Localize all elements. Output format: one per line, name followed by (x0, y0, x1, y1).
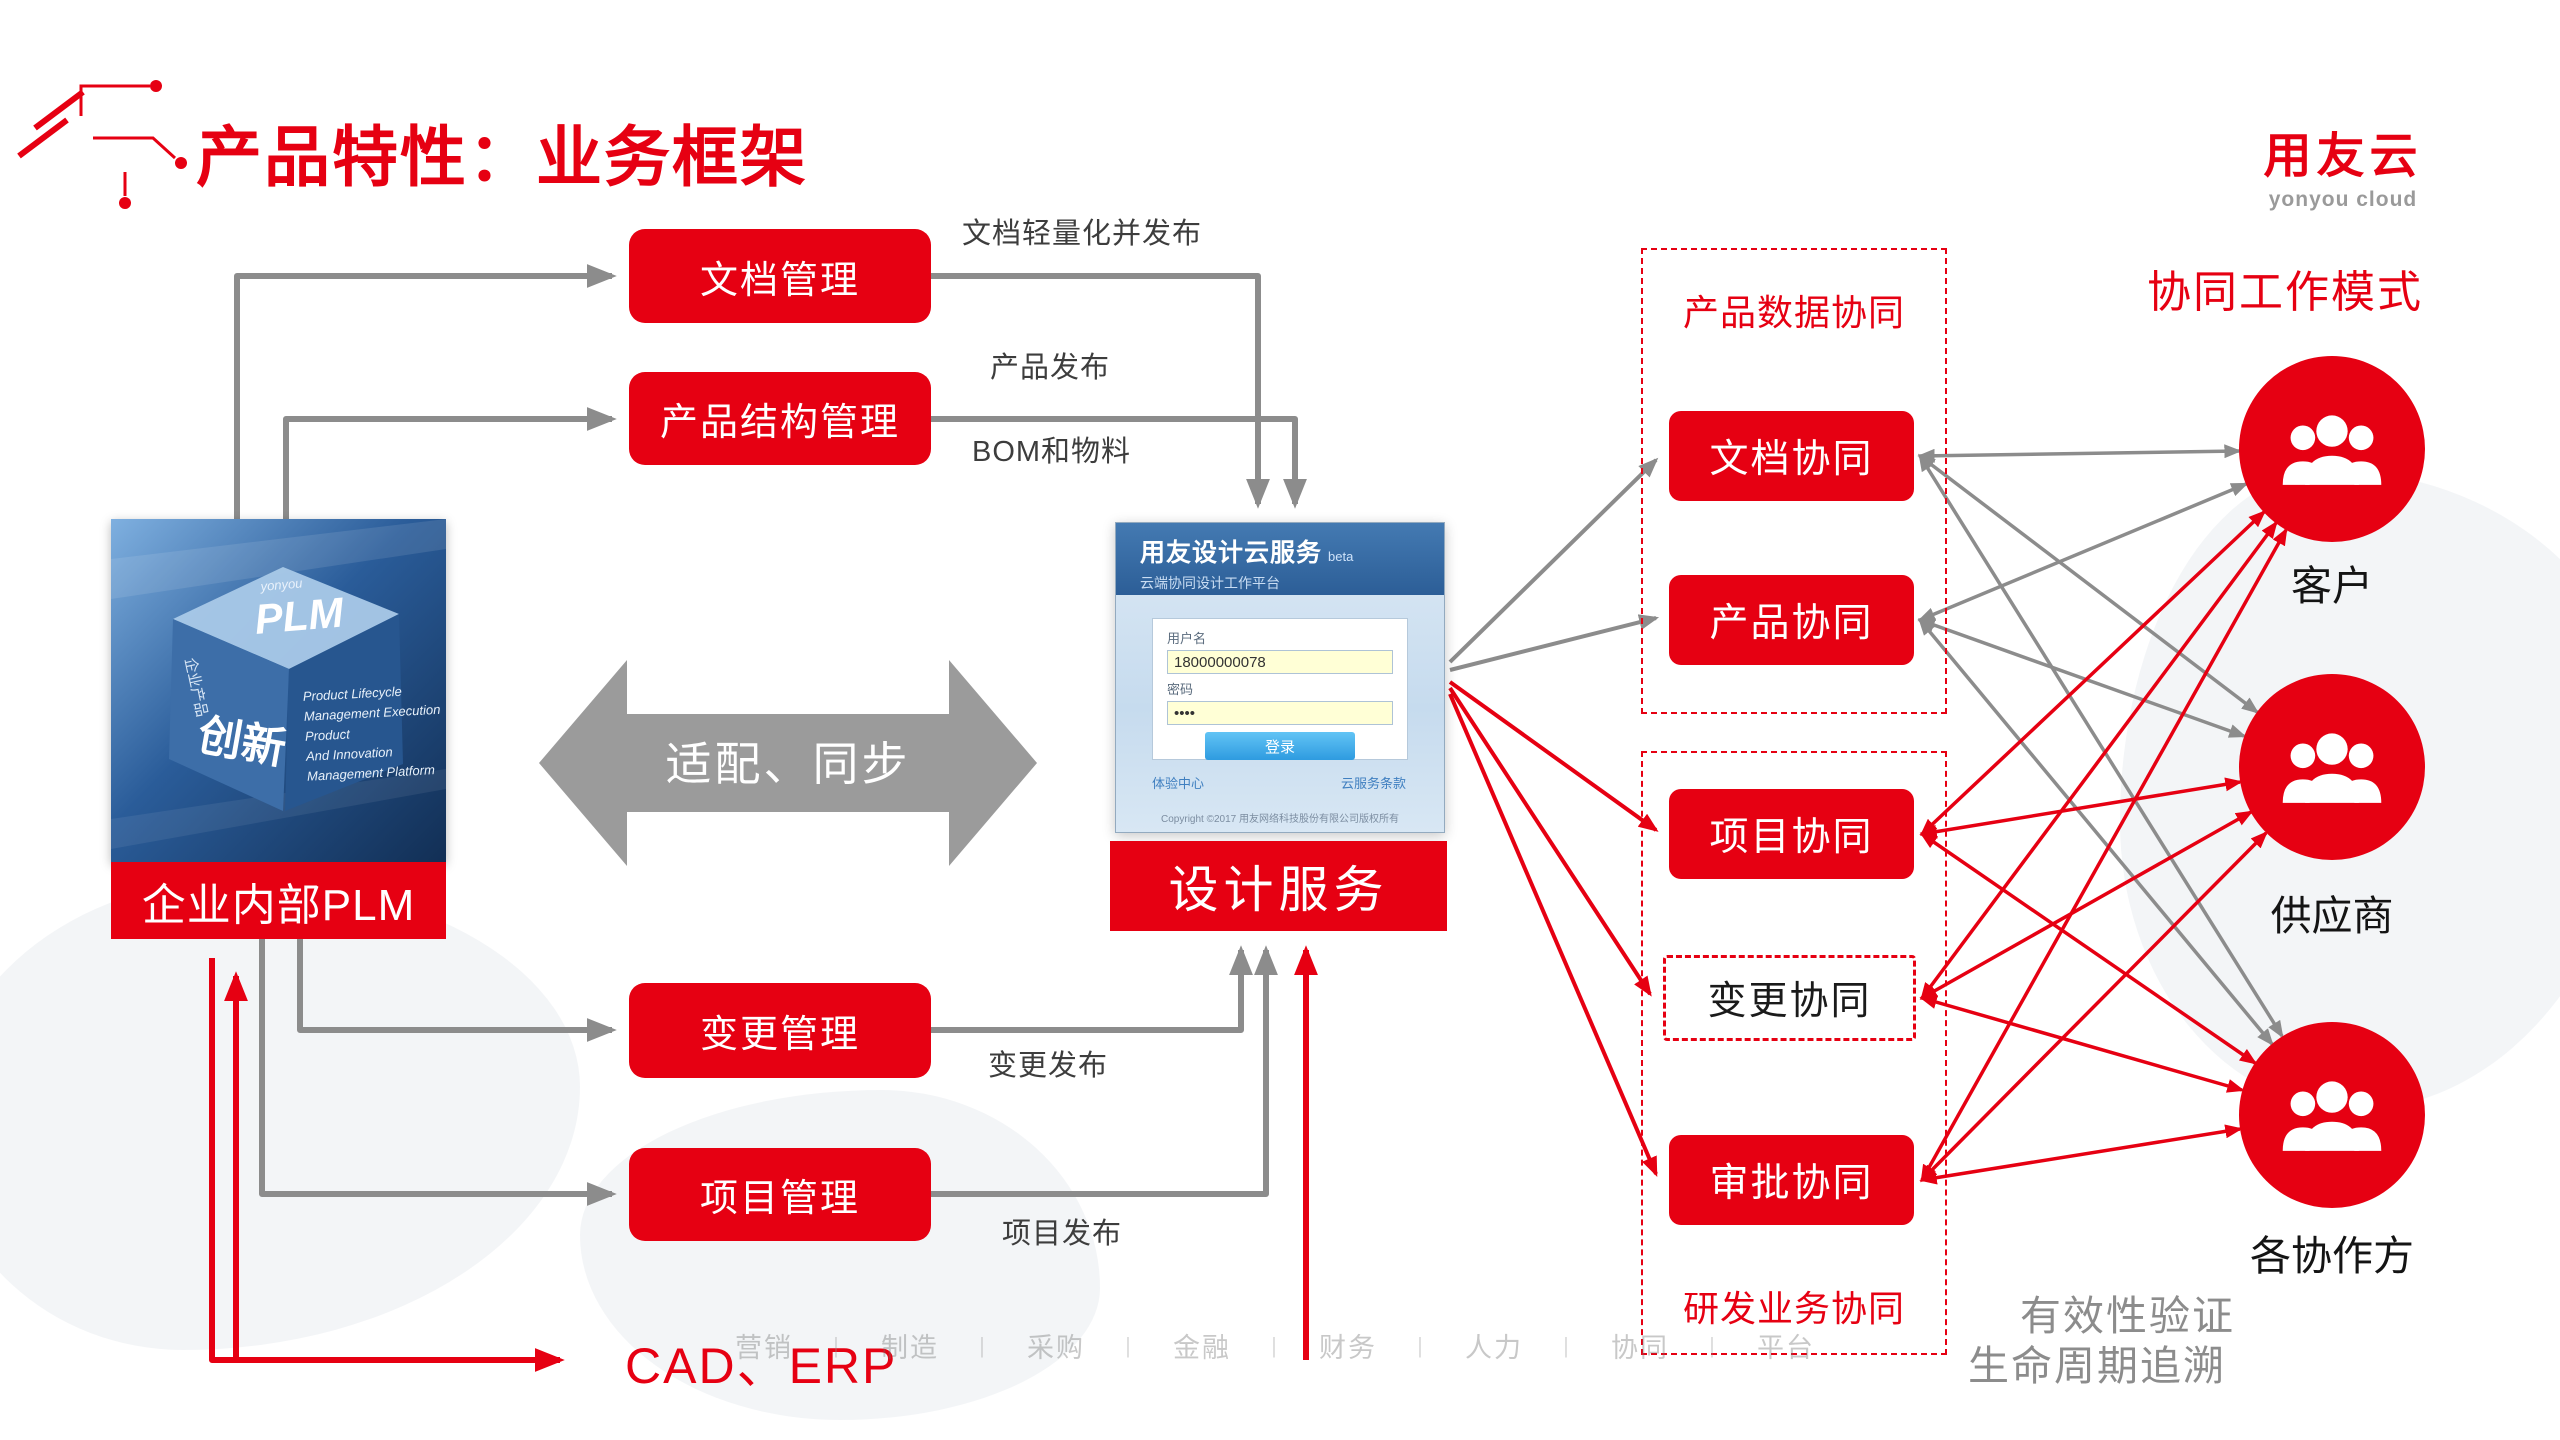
footer-item: 营销 (735, 1333, 793, 1363)
footer-item: 金融 (1173, 1333, 1231, 1363)
plm-caption: 企业内部PLM (111, 862, 446, 939)
login-header: 用友设计云服务 beta 云端协同设计工作平台 (1116, 523, 1444, 595)
login-copyright: Copyright ©2017 用友网络科技股份有限公司版权所有 (1161, 814, 1399, 825)
svg-text:Management Execution: Management Execution (304, 702, 441, 724)
footer-item: 采购 (1027, 1333, 1085, 1363)
login-button[interactable]: 登录 (1205, 732, 1355, 760)
footer-separator: | (1417, 1332, 1425, 1358)
role-partners (2239, 1022, 2425, 1208)
footer-separator: | (1271, 1332, 1279, 1358)
collab-item-product: 产品协同 (1669, 575, 1914, 665)
plm-cube-brand: yonyou (259, 575, 303, 594)
footer-menu: 营销 | 制造 | 采购 | 金融 | 财务 | 人力 | 协同 | 平台 (735, 1326, 1815, 1365)
flow-label-project-publish: 项目发布 (1002, 1218, 1123, 1250)
flow-label-change-publish: 变更发布 (988, 1050, 1109, 1082)
footer-separator: | (1563, 1332, 1571, 1358)
plm-cube-right-text: Product Lifecycle Management Execution P… (302, 684, 441, 784)
sync-arrow: 适配、同步 (539, 660, 1037, 866)
svg-text:Product: Product (305, 726, 352, 743)
role-supplier-label: 供应商 (2270, 893, 2394, 939)
collab-item-doc: 文档协同 (1669, 411, 1914, 501)
people-icon (2282, 733, 2382, 803)
footer-separator: | (1125, 1332, 1133, 1358)
login-window-subtitle: 云端协同设计工作平台 (1140, 575, 1280, 591)
world-map-watermark (0, 880, 580, 1350)
module-project-management: 项目管理 (629, 1148, 931, 1241)
plm-image: yonyou PLM 创新 企业产品 Product Lifecycle Man… (111, 519, 446, 862)
collab-item-change: 变更协同 (1663, 955, 1916, 1041)
username-input[interactable]: 18000000078 (1167, 650, 1393, 674)
product-data-collab-label: 产品数据协同 (1682, 292, 1905, 333)
role-partners-label: 各协作方 (2250, 1233, 2414, 1279)
validation-note: 有效性验证 (2020, 1293, 2235, 1339)
people-icon (2282, 415, 2382, 485)
collab-item-project: 项目协同 (1669, 789, 1914, 879)
footer-separator: | (979, 1332, 987, 1358)
design-service-caption: 设计服务 (1110, 841, 1447, 931)
footer-item: 协同 (1611, 1333, 1669, 1363)
flow-label-doc-publish: 文档轻量化并发布 (962, 218, 1203, 250)
page-title: 产品特性：业务框架 (196, 120, 808, 194)
brand-logo: 用友云 yonyou cloud (2236, 116, 2450, 212)
role-customer (2239, 356, 2425, 542)
terms-link[interactable]: 云服务条款 (1340, 776, 1406, 791)
plm-cube-top-label: PLM (253, 588, 346, 643)
svg-text:And Innovation: And Innovation (305, 744, 393, 764)
footer-separator: | (1709, 1332, 1717, 1358)
footer-item: 财务 (1319, 1333, 1377, 1363)
login-window-title: 用友设计云服务 (1140, 539, 1323, 567)
people-icon (2282, 1081, 2382, 1151)
footer-item: 人力 (1465, 1333, 1523, 1363)
footer-separator: | (833, 1332, 841, 1358)
username-label: 用户名 (1167, 631, 1207, 646)
svg-text:Product Lifecycle: Product Lifecycle (302, 684, 402, 704)
flow-label-bom: BOM和物料 (972, 436, 1132, 468)
circuit-decoration (17, 80, 187, 209)
beta-badge: beta (1328, 549, 1354, 564)
login-form: 用户名 18000000078 密码 •••• 登录 (1152, 618, 1408, 760)
footer-item: 制造 (881, 1333, 939, 1363)
module-doc-management: 文档管理 (629, 229, 931, 323)
sync-arrow-label: 适配、同步 (666, 738, 911, 790)
work-mode-title: 协同工作模式 (2147, 268, 2423, 317)
cad-erp-label: CAD、ERP (625, 1338, 898, 1394)
brand-logo-text: 用友云 (2263, 130, 2423, 183)
svg-text:Management Platform: Management Platform (307, 762, 436, 784)
footer-item: 平台 (1757, 1333, 1815, 1363)
flow-label-product-publish: 产品发布 (990, 352, 1111, 384)
module-change-management: 变更管理 (629, 983, 931, 1078)
password-input[interactable]: •••• (1167, 701, 1393, 725)
rd-business-collab-label: 研发业务协同 (1682, 1288, 1905, 1329)
brand-logo-subtitle: yonyou cloud (2268, 188, 2418, 211)
fan-arrows (1448, 457, 1660, 1177)
password-label: 密码 (1167, 682, 1194, 697)
lifecycle-note: 生命周期追溯 (1968, 1343, 2226, 1389)
plm-cube: yonyou PLM 创新 企业产品 Product Lifecycle Man… (111, 519, 446, 862)
role-customer-label: 客户 (2291, 563, 2373, 609)
role-supplier (2239, 674, 2425, 860)
module-product-structure: 产品结构管理 (629, 372, 931, 465)
experience-center-link[interactable]: 体验中心 (1152, 776, 1205, 791)
design-cloud-login-window: 用友设计云服务 beta 云端协同设计工作平台 用户名 18000000078 密… (1115, 522, 1445, 833)
collab-item-approval: 审批协同 (1669, 1135, 1914, 1225)
